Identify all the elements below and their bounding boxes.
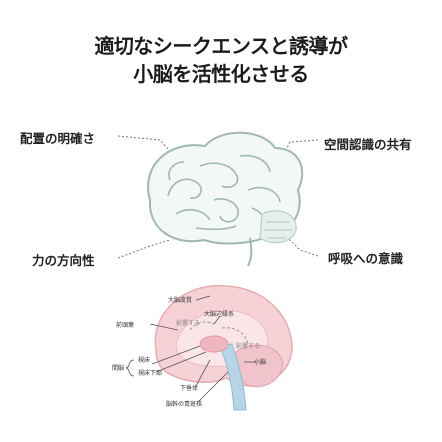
brain-stem bbox=[247, 237, 253, 267]
anat-hypothalamus-label: 視床下部 bbox=[138, 369, 162, 377]
label-top-left: 配置の明確さ bbox=[20, 131, 96, 146]
leader-brainstem bbox=[197, 371, 229, 403]
anat-limbic-label: 大脳辺縁系 bbox=[204, 310, 234, 318]
leader-pituitary bbox=[195, 359, 211, 387]
leader-cortex bbox=[195, 295, 211, 301]
leader-bottom-right bbox=[285, 235, 319, 257]
title-line-1: 適切なシークエンスと誘導が bbox=[94, 34, 348, 58]
anat-feedback2-label: 影響する bbox=[236, 342, 260, 350]
label-bottom-left: 力の方向性 bbox=[32, 253, 95, 268]
leader-hypothalamus bbox=[155, 351, 207, 373]
leader-bottom-left bbox=[117, 239, 171, 259]
leader-top-right bbox=[279, 139, 319, 163]
anat-cerebellum-label: 小脳 bbox=[254, 358, 266, 366]
anat-frontal-label: 前頭葉 bbox=[116, 321, 134, 329]
arrow-feedback-2 bbox=[189, 321, 215, 331]
anat-brainstem-label: 脳幹の青斑核 bbox=[166, 400, 202, 408]
brace-diencephalon bbox=[125, 359, 135, 377]
anat-cortex-label: 大脳皮質 bbox=[168, 296, 192, 304]
label-top-right: 空間認識の共有 bbox=[324, 137, 412, 152]
label-bottom-right: 呼吸への意識 bbox=[328, 251, 404, 266]
anatomy-brainstem bbox=[219, 343, 247, 411]
brain-cerebellum bbox=[259, 210, 297, 244]
leader-thalamus bbox=[151, 345, 201, 365]
title-line-2: 小脳を活性化させる bbox=[133, 62, 309, 86]
anat-pituitary-label: 下垂体 bbox=[180, 384, 198, 392]
arrow-feedback-1 bbox=[221, 327, 249, 345]
leader-frontal bbox=[149, 323, 179, 331]
anat-thalamus-label: 視床 bbox=[138, 356, 150, 364]
leader-limbic bbox=[213, 315, 221, 325]
anat-feedback1-label: 影響する bbox=[176, 319, 200, 327]
anatomy-thalamus bbox=[199, 335, 229, 353]
anat-diencephalon-label: 間脳 bbox=[112, 364, 124, 372]
